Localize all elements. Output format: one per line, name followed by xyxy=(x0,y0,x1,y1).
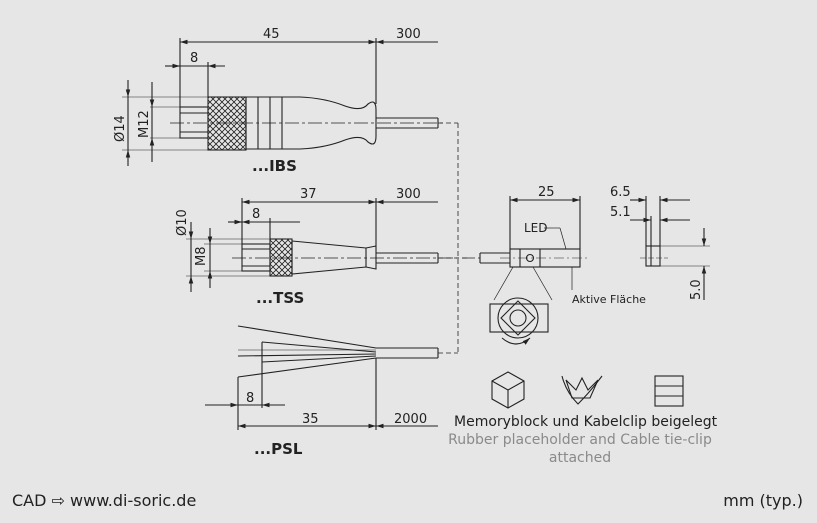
active-face-label: Aktive Fläche xyxy=(572,293,646,306)
accessories-english: Rubber placeholder and Cable tie-clip xyxy=(448,432,712,448)
tss-cable-length: 300 xyxy=(396,187,421,202)
psl-dimensions xyxy=(205,358,438,430)
tss-thread-size: M8 xyxy=(194,247,209,267)
sensor-side-view xyxy=(630,196,710,300)
side-height: 5.0 xyxy=(689,279,704,300)
ibs-cable-length: 300 xyxy=(396,27,421,42)
detail-view xyxy=(489,297,549,345)
tss-connector-drawing xyxy=(232,238,470,277)
tss-outer-diameter: Ø10 xyxy=(175,209,190,236)
sensor-length: 25 xyxy=(538,185,555,200)
sensor-top-view xyxy=(479,196,590,301)
accessories-german: Memoryblock und Kabelclip beigelegt xyxy=(454,414,718,430)
ibs-thread-size: M12 xyxy=(137,110,152,138)
ibs-connector-drawing xyxy=(170,96,445,151)
led-label: LED xyxy=(524,221,548,235)
tss-body-length: 37 xyxy=(300,187,317,202)
side-dim-a: 6.5 xyxy=(610,185,631,200)
psl-cable-drawing xyxy=(237,325,439,378)
tss-thread-length: 8 xyxy=(252,207,260,222)
cable-clip-icon xyxy=(561,375,603,405)
tss-label: ...TSS xyxy=(256,289,304,307)
ibs-outer-diameter: Ø14 xyxy=(113,115,128,142)
connection-lines xyxy=(438,122,480,354)
psl-cable-length: 2000 xyxy=(394,412,427,427)
tss-dimensions xyxy=(186,198,438,292)
side-dim-b: 5.1 xyxy=(610,205,631,220)
psl-label: ...PSL xyxy=(254,440,303,458)
ibs-thread-length: 8 xyxy=(190,51,198,66)
ibs-label: ...IBS xyxy=(252,157,297,175)
unit-note: mm (typ.) xyxy=(723,491,803,510)
rubber-placeholder-icon xyxy=(654,375,684,407)
memory-block-icon xyxy=(491,371,525,409)
psl-thread-length: 8 xyxy=(246,391,254,406)
psl-body-length: 35 xyxy=(302,412,319,427)
accessories-english-2: attached xyxy=(549,450,611,466)
ibs-body-length: 45 xyxy=(263,27,280,42)
cad-link[interactable]: CAD ⇨ www.di-soric.de xyxy=(12,491,197,510)
ibs-dimensions xyxy=(122,38,438,166)
